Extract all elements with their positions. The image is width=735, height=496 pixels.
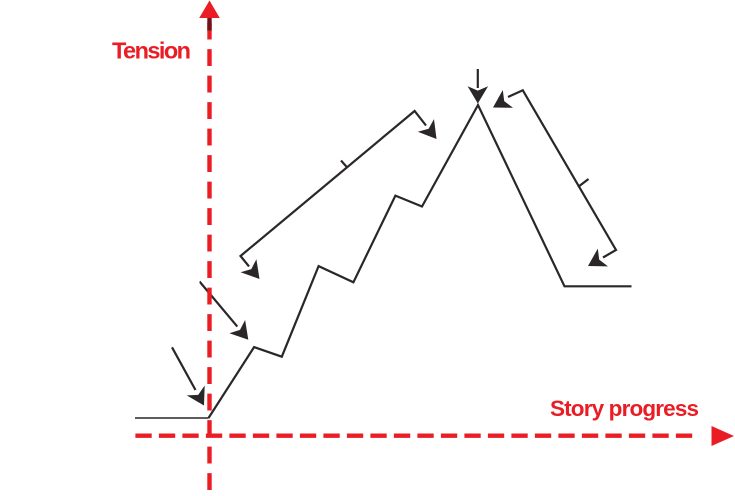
svg-text:Story progress: Story progress <box>550 396 699 421</box>
svg-text:Tension: Tension <box>112 38 191 64</box>
